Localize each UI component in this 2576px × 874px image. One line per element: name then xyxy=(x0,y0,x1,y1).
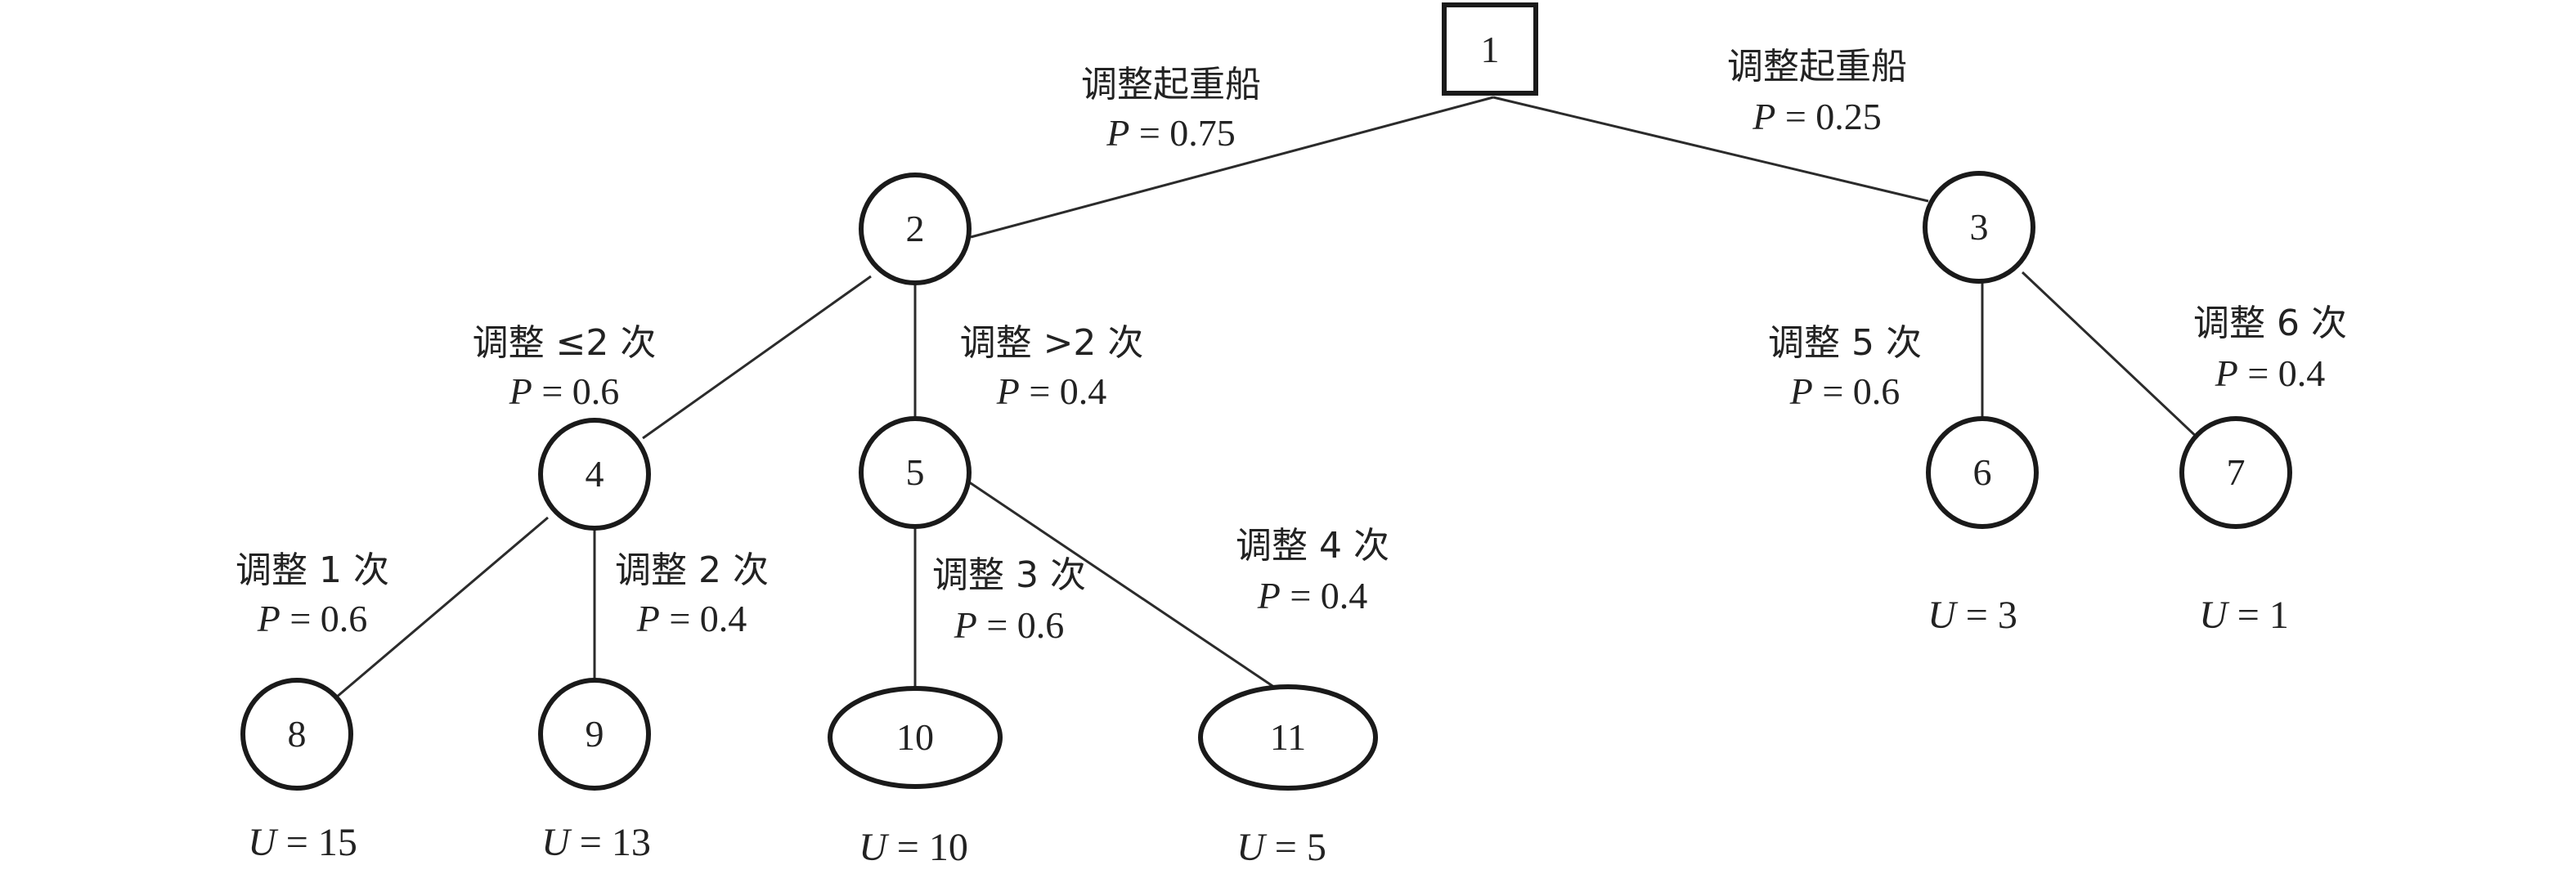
node-5-label: 5 xyxy=(906,451,925,493)
edge-4-8-probability: P = 0.6 xyxy=(257,598,368,639)
node-3: 3 xyxy=(1923,171,2035,284)
edge-2-4 xyxy=(642,275,872,440)
node-6: 6 xyxy=(1926,416,2039,529)
end-node-circle xyxy=(2179,416,2292,529)
node-5: 5 xyxy=(859,416,972,529)
node-10: 10 xyxy=(828,686,1003,789)
edge-5-11-probability: P = 0.4 xyxy=(1257,575,1368,616)
edge-1-3-label: 调整起重船 xyxy=(1727,46,1907,87)
end-node-circle xyxy=(240,678,353,791)
utility-node-11: U = 5 xyxy=(1236,826,1326,869)
end-node-ellipse xyxy=(828,686,1003,789)
edge-1-3-probability: P = 0.25 xyxy=(1752,96,1882,137)
node-11: 11 xyxy=(1198,684,1378,791)
edge-3-6-probability: P = 0.6 xyxy=(1789,370,1901,412)
edge-3-7 xyxy=(2021,271,2201,441)
edge-2-5-probability: P = 0.4 xyxy=(996,370,1107,412)
node-1: 1 xyxy=(1442,2,1538,96)
node-6-label: 6 xyxy=(1973,451,1992,493)
chance-node-circle xyxy=(538,418,651,531)
edge-2-5-label: 调整 >2 次 xyxy=(960,322,1144,364)
node-7-label: 7 xyxy=(2227,451,2246,493)
edge-1-3 xyxy=(1492,96,1929,203)
node-9: 9 xyxy=(538,678,651,791)
edge-1-2 xyxy=(970,96,1494,239)
end-node-circle xyxy=(538,678,651,791)
edge-2-4-probability: P = 0.6 xyxy=(509,370,620,412)
node-11-label: 11 xyxy=(1270,716,1306,758)
edge-1-2-label: 调整起重船 xyxy=(1081,64,1261,105)
edge-4-9-label: 调整 2 次 xyxy=(615,549,769,591)
tree-edges xyxy=(335,96,2201,699)
edge-3-7-probability: P = 0.4 xyxy=(2215,352,2326,394)
edge-4-8-label: 调整 1 次 xyxy=(236,549,389,591)
edge-5-10-probability: P = 0.6 xyxy=(954,604,1065,646)
end-node-ellipse xyxy=(1198,684,1378,791)
utility-values: U = 15 U = 13 U = 10 U = 5 U = 3 U = 1 xyxy=(248,594,2289,869)
edge-labels: 调整起重船 P = 0.75 调整起重船 P = 0.25 调整 ≤2 次 P … xyxy=(236,46,2347,646)
edge-5-10-label: 调整 3 次 xyxy=(932,554,1086,596)
utility-node-7: U = 1 xyxy=(2199,594,2289,637)
chance-node-circle xyxy=(859,173,972,285)
edge-1-2-probability: P = 0.75 xyxy=(1106,112,1236,154)
edge-2-4-label: 调整 ≤2 次 xyxy=(473,322,657,364)
edge-5-11 xyxy=(967,480,1286,696)
chance-node-circle xyxy=(859,416,972,529)
node-1-label: 1 xyxy=(1481,29,1500,70)
node-10-label: 10 xyxy=(896,716,934,758)
decision-node-square xyxy=(1442,2,1538,96)
utility-node-6: U = 3 xyxy=(1928,594,2017,637)
edge-3-6-label: 调整 5 次 xyxy=(1768,322,1922,364)
end-node-circle xyxy=(1926,416,2039,529)
edge-5-11-label: 调整 4 次 xyxy=(1236,525,1389,567)
edge-4-9-probability: P = 0.4 xyxy=(636,598,747,639)
node-4-label: 4 xyxy=(586,453,604,495)
node-3-label: 3 xyxy=(1970,206,1989,248)
chance-node-circle xyxy=(1923,171,2035,284)
utility-node-9: U = 13 xyxy=(541,821,651,864)
node-2-label: 2 xyxy=(906,208,925,249)
node-7: 7 xyxy=(2179,416,2292,529)
node-4: 4 xyxy=(538,418,651,531)
utility-node-8: U = 15 xyxy=(248,821,357,864)
node-8: 8 xyxy=(240,678,353,791)
node-2: 2 xyxy=(859,173,972,285)
node-8-label: 8 xyxy=(288,713,307,755)
edge-4-8 xyxy=(335,516,549,699)
utility-node-10: U = 10 xyxy=(859,826,968,869)
edge-3-7-label: 调整 6 次 xyxy=(2193,303,2347,344)
node-9-label: 9 xyxy=(586,713,604,755)
